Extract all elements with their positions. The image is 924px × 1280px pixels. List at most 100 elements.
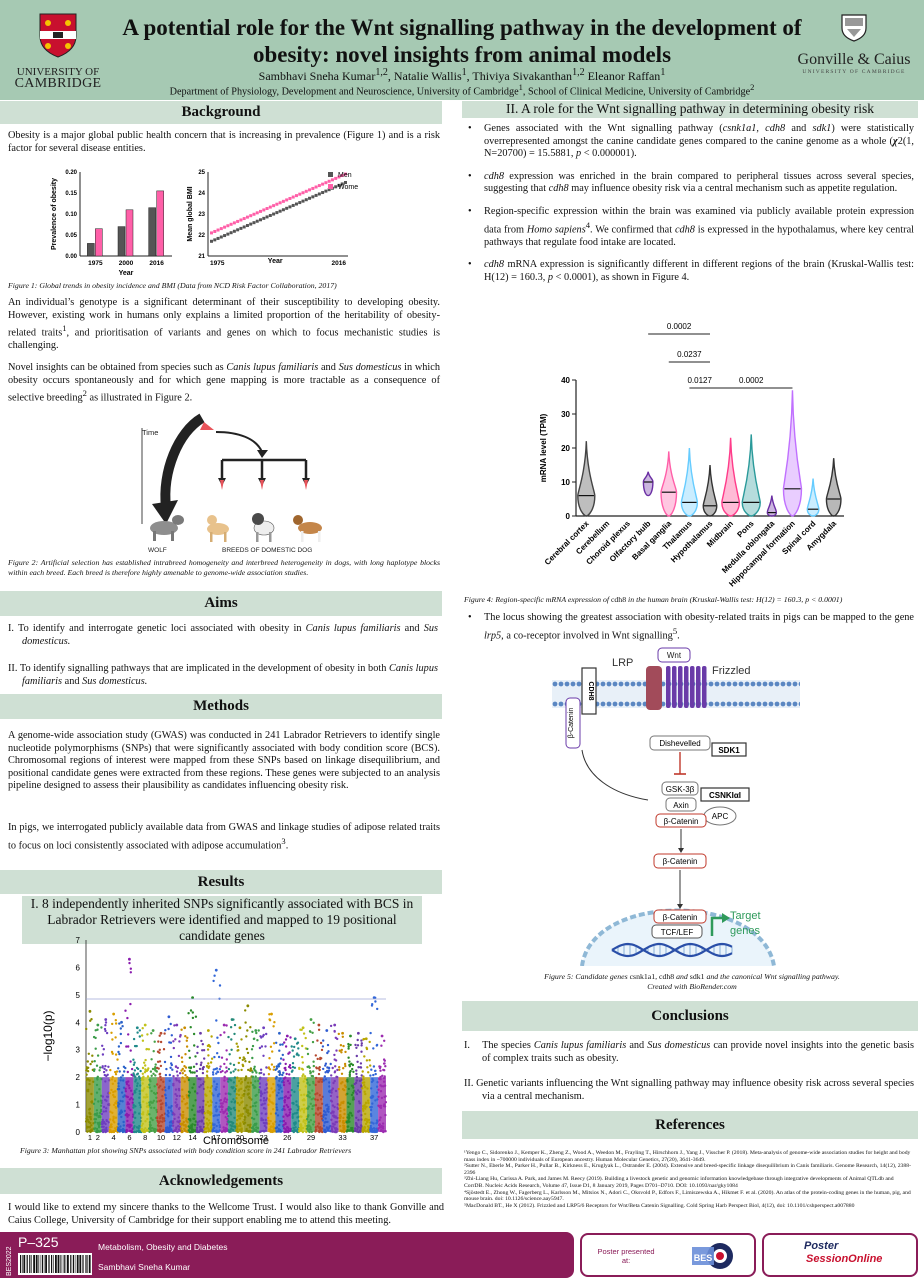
y-tick-label: 4 <box>76 1018 81 1027</box>
line-point <box>213 238 217 242</box>
axin-label: Axin <box>673 801 689 810</box>
membrane-lipid <box>576 681 582 687</box>
line-point <box>255 211 259 215</box>
membrane-lipid <box>798 701 800 707</box>
peak-point <box>222 1023 226 1027</box>
line-point <box>259 209 263 213</box>
pso-logo-line-2: SessionOnline <box>806 1253 883 1265</box>
dna-helix-icon <box>611 942 733 958</box>
line-point <box>268 205 272 209</box>
line-point <box>236 228 240 232</box>
x-tick-label: 12 <box>173 1133 181 1142</box>
wnt-pathway-diagram: LRP Wnt Frizzled CDH8 β-Catenin Dishevel… <box>552 647 800 966</box>
wnt-bullet-4: cdh8 mRNA expression is significantly di… <box>464 259 914 284</box>
line-point <box>242 225 246 229</box>
line-point <box>229 222 233 226</box>
line-point <box>340 182 344 186</box>
peak-point <box>167 1015 171 1019</box>
membrane-lipid <box>552 701 558 707</box>
line-point <box>344 172 347 176</box>
line-point <box>334 185 338 189</box>
snp-baseline-band <box>86 1077 94 1132</box>
membrane-lipid <box>636 701 642 707</box>
line-point <box>311 186 315 190</box>
line-point <box>317 184 321 188</box>
cytoplasmic-bcatenin <box>653 853 707 869</box>
snp-baseline-band <box>299 1077 308 1132</box>
bar <box>95 228 103 257</box>
y-tick-label: 0.05 <box>65 233 77 239</box>
figure-1-caption: Figure 1: Global trends in obesity incid… <box>8 281 337 290</box>
barcode-bar <box>23 1255 26 1273</box>
line-point <box>226 224 230 228</box>
membrane-lipid <box>750 681 756 687</box>
y-axis-title: −log10(p) <box>41 1010 55 1061</box>
barcode-bar <box>72 1255 74 1273</box>
y-axis-title: mRNA level (TPM) <box>539 413 548 482</box>
x-tick-label: 10 <box>157 1133 165 1142</box>
line-point <box>324 189 328 193</box>
barcode-bar <box>39 1255 41 1273</box>
line-point <box>229 231 233 235</box>
membrane-lipid <box>612 701 618 707</box>
line-point <box>252 221 256 225</box>
membrane-lipid <box>738 701 744 707</box>
membrane-lipid <box>762 681 768 687</box>
gsk3b-label: GSK-3β <box>666 785 695 794</box>
significance-label: 0.0127 <box>687 376 712 385</box>
membrane-lipid <box>720 701 726 707</box>
membrane-lipid <box>750 701 756 707</box>
membrane-lipid <box>798 681 800 687</box>
bar <box>156 190 164 257</box>
line-point <box>223 225 227 229</box>
barcode-bar <box>63 1255 65 1273</box>
bes-sponsor-box: Poster presented at: BES <box>580 1233 756 1277</box>
dna-strand <box>611 942 733 958</box>
significance-label: 0.0237 <box>677 350 702 359</box>
membrane-lipid <box>600 701 606 707</box>
x-tick-label: 6 <box>127 1133 131 1142</box>
bcatenin-arrow <box>581 749 649 801</box>
peak-point <box>293 1037 297 1041</box>
line-point <box>232 221 236 225</box>
line-point <box>327 188 331 192</box>
y-tick-label: 6 <box>76 963 81 972</box>
barcode-bar <box>38 1255 39 1273</box>
barcode-bar <box>31 1255 32 1273</box>
snp-baseline-band <box>307 1077 315 1132</box>
x-tick-label: 8 <box>143 1133 147 1142</box>
pso-logo-line-1: Poster <box>804 1240 839 1252</box>
barcode-bar <box>55 1255 57 1273</box>
department: Department of Physiology, Development an… <box>169 82 755 98</box>
violin <box>825 458 842 517</box>
snp-baseline-band <box>204 1077 213 1132</box>
frizzled-helix <box>684 666 689 708</box>
tcf-lef <box>651 924 703 939</box>
college-shield-icon <box>841 14 867 42</box>
session-name: Metabolism, Obesity and Diabetes <box>98 1242 228 1252</box>
membrane-lipid <box>552 681 558 687</box>
barcode-bar <box>22 1255 23 1273</box>
uni-line-1: UNIVERSITY OF <box>16 66 100 78</box>
peak-point <box>341 1031 344 1035</box>
violin <box>680 447 699 517</box>
nuclear-bcatenin-label: β-Catenin <box>663 913 698 922</box>
membrane-lipid <box>720 681 726 687</box>
peak-point <box>230 1018 234 1021</box>
line-point <box>219 227 223 231</box>
membrane-lipid <box>738 681 744 687</box>
references-heading: References <box>462 1111 918 1139</box>
barcode-bar <box>67 1255 69 1273</box>
y-tick-label: 25 <box>198 170 205 176</box>
snp-baseline-band <box>157 1077 165 1132</box>
y-tick-label: 0 <box>566 512 571 521</box>
pig-bullet-list: The locus showing the greatest associati… <box>464 612 914 653</box>
snp-baseline-band <box>101 1077 110 1132</box>
x-tick-label: 2000 <box>119 260 134 267</box>
line-point <box>304 189 308 193</box>
dog-breed-1-icon <box>207 515 229 542</box>
barcode-bar <box>83 1255 84 1273</box>
violin <box>806 478 820 517</box>
line-point <box>337 183 341 187</box>
